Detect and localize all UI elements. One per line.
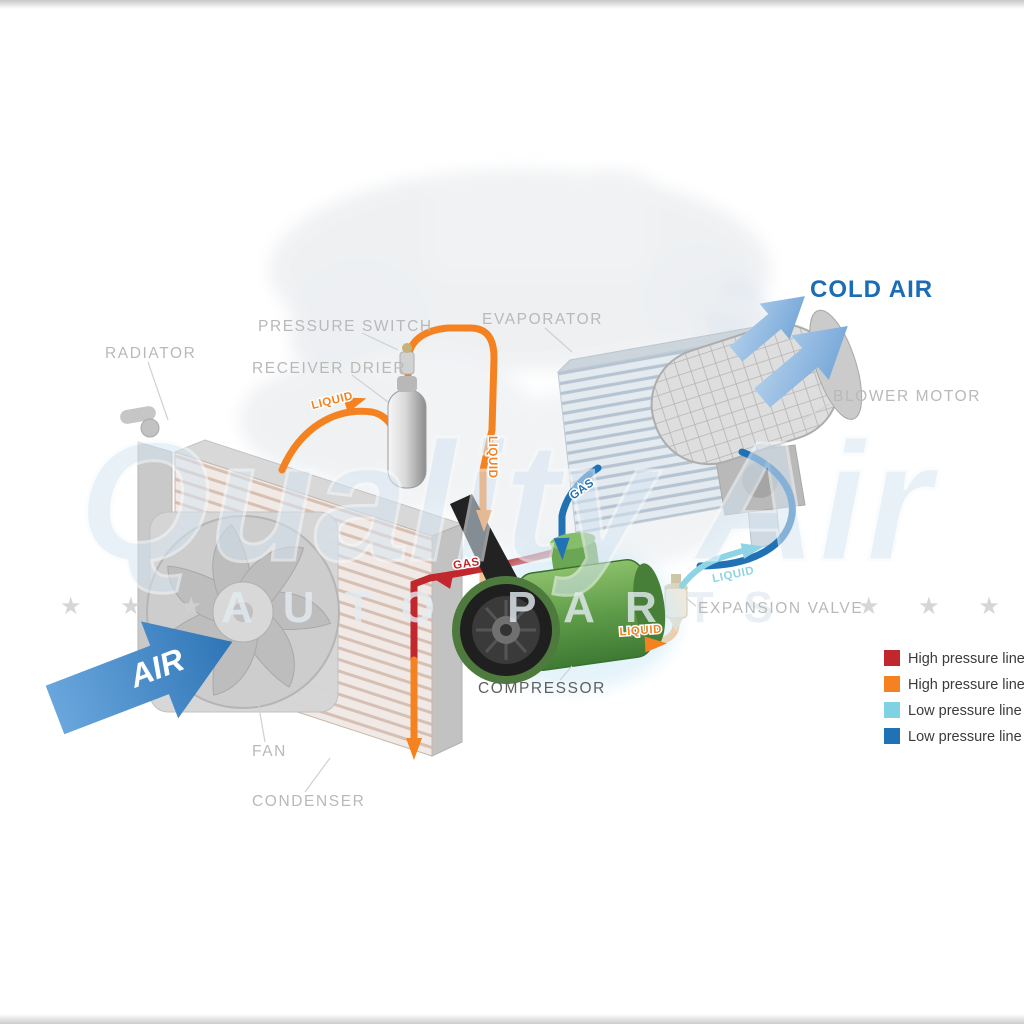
- flow-label-liquid-valve: LIQUID: [619, 624, 662, 639]
- bottom-edge-vignette: [0, 1014, 1024, 1024]
- flow-arrows: [343, 397, 764, 760]
- receiver-drier: [387, 376, 427, 489]
- legend-swatch-low-liquid: [884, 702, 900, 718]
- legend-swatch-high-gas: [884, 650, 900, 666]
- component-labels: RADIATOR PRESSURE SWITCH RECEIVER DRIER …: [105, 276, 981, 810]
- pressure-switch: [399, 343, 415, 375]
- label-radiator: RADIATOR: [105, 345, 196, 362]
- legend-swatch-high-liquid: [884, 676, 900, 692]
- cold-air-arrow-lower: [754, 326, 848, 408]
- legend-label-low-liquid: Low pressure line - liquid: [908, 703, 1024, 719]
- watermark-stars-right: ★ ★ ★: [858, 593, 1016, 620]
- leader-lines: [147, 327, 831, 793]
- pulley: [460, 584, 552, 676]
- label-receiver-drier: RECEIVER DRIER: [252, 360, 406, 377]
- cold-air-arrows: [729, 296, 848, 408]
- label-fan: FAN: [252, 743, 287, 760]
- legend-swatch-low-gas: [884, 728, 900, 744]
- watermark-subtitle: AUTO PARTS: [221, 583, 803, 632]
- legend-item: Low pressure line - gas: [884, 728, 1024, 745]
- label-evaporator: EVAPORATOR: [482, 311, 603, 328]
- compressor: [450, 494, 679, 690]
- pipe-low-gas: [558, 464, 602, 560]
- cold-air-arrow-upper: [729, 296, 805, 362]
- flow-label-liquid-vertical: LIQUID: [486, 436, 498, 479]
- legend-item: Low pressure line - liquid: [884, 702, 1024, 719]
- top-edge-vignette: [0, 0, 1024, 9]
- legend-item: High pressure line - liquid: [884, 676, 1024, 693]
- label-condenser: CONDENSER: [252, 793, 365, 810]
- label-blower-motor: BLOWER MOTOR: [833, 388, 981, 405]
- label-expansion-valve: EXPANSION VALVE: [698, 600, 863, 617]
- flow-label-gas-high: GAS: [452, 556, 480, 572]
- label-compressor: COMPRESSOR: [478, 680, 606, 697]
- legend-item: High pressure line - gas: [884, 650, 1024, 667]
- pipe-low-gas-right: [696, 448, 796, 570]
- watermark-brand: Quality Air: [78, 407, 939, 597]
- watermark: Quality Air AUTO PARTS ★ ★ ★ ★ ★ ★: [60, 406, 1016, 633]
- legend-label-low-gas: Low pressure line - gas: [908, 729, 1024, 745]
- label-cold-air: COLD AIR: [810, 276, 933, 303]
- label-pressure-switch: PRESSURE SWITCH: [258, 318, 433, 335]
- watermark-stars-left: ★ ★ ★: [60, 593, 218, 620]
- legend: High pressure line - gas High pressure l…: [884, 650, 1024, 745]
- legend-label-high-liquid: High pressure line - liquid: [908, 677, 1024, 693]
- pipe-low-liquid: [679, 545, 755, 589]
- legend-label-high-gas: High pressure line - gas: [908, 651, 1024, 667]
